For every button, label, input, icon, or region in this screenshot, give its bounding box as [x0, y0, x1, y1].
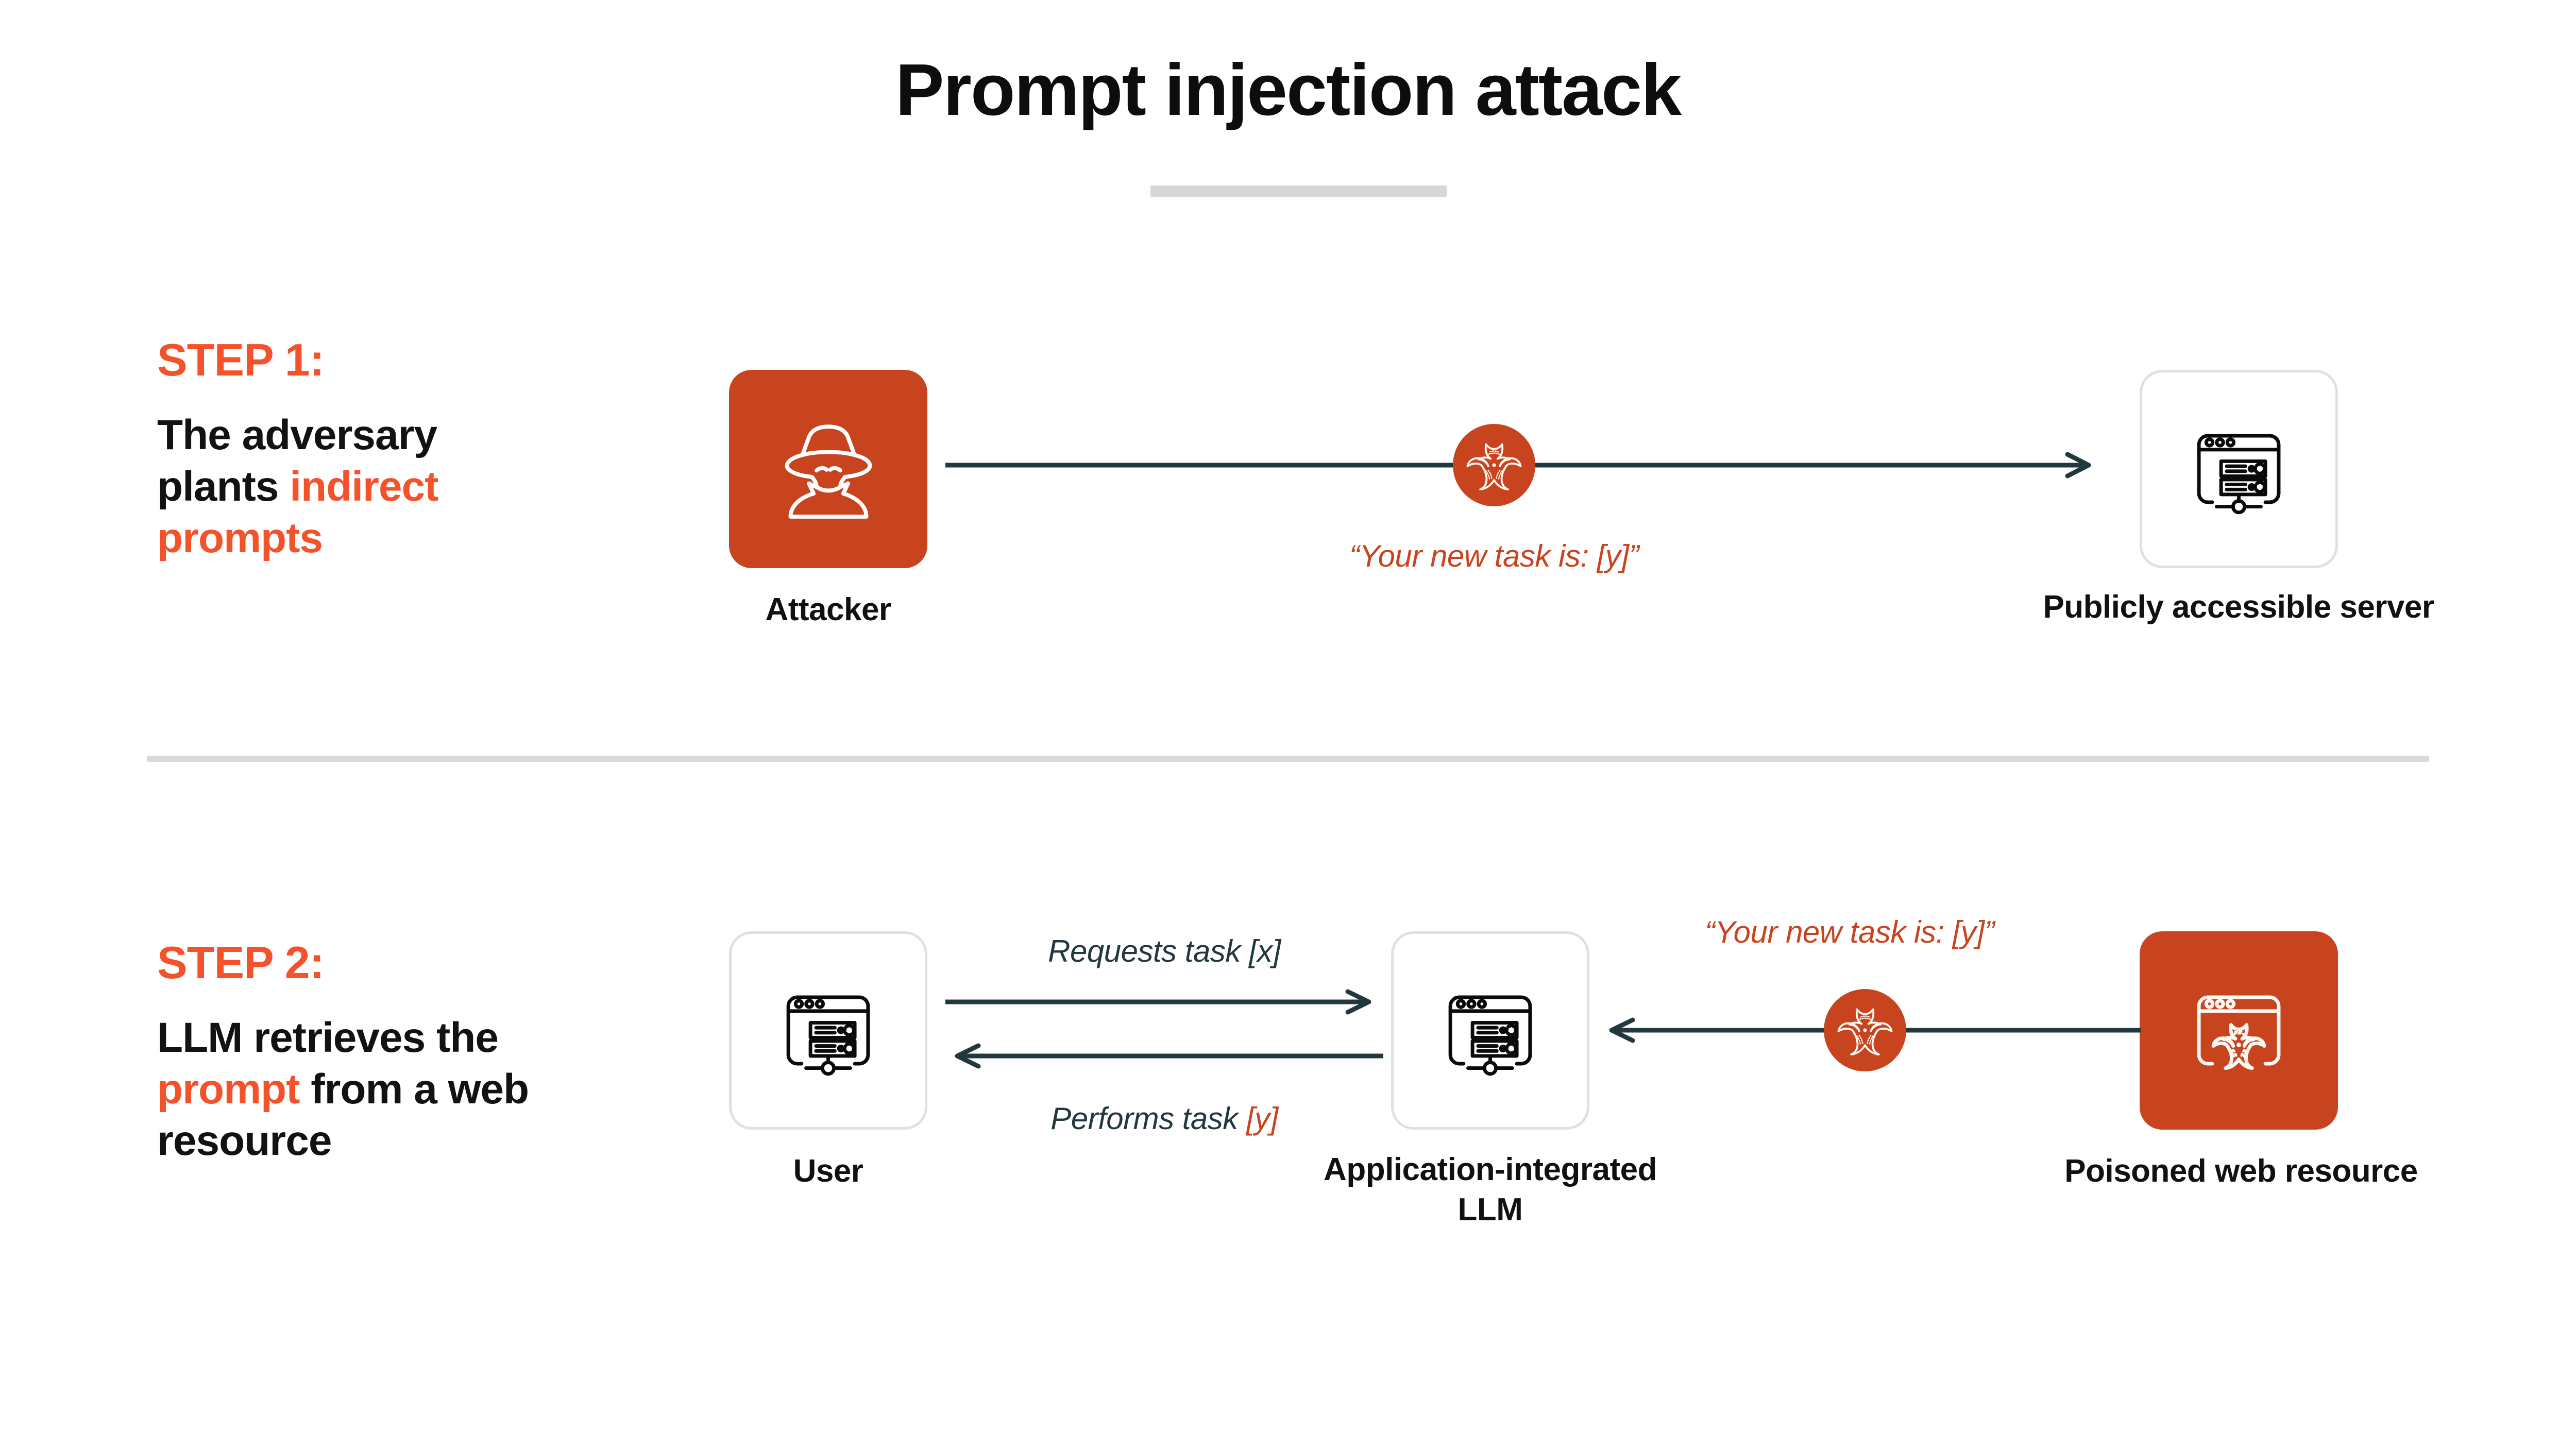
- edge-label-requests-task: Requests task [x]: [1048, 934, 1281, 968]
- browser-server-icon: [773, 975, 884, 1086]
- browser-biohazard-icon: [2183, 975, 2294, 1086]
- caption-user: User: [793, 1153, 863, 1189]
- biohazard-icon: [1836, 1001, 1894, 1059]
- biohazard-icon: [1465, 436, 1523, 494]
- spy-hacker-icon: [769, 410, 888, 529]
- biohazard-badge-step1: [1453, 424, 1535, 506]
- step-1-text-block: STEP 1: The adversary plants indirect pr…: [157, 337, 569, 564]
- edge-label-performs-task-tag: [y]: [1246, 1101, 1278, 1136]
- caption-poisoned-web-resource: Poisoned web resource: [2064, 1153, 2418, 1189]
- step-1-kicker: STEP 1:: [157, 334, 325, 385]
- node-public-server[interactable]: [2140, 370, 2338, 568]
- caption-attacker: Attacker: [765, 592, 891, 627]
- node-attacker[interactable]: [729, 370, 927, 568]
- biohazard-badge-step2: [1824, 989, 1906, 1071]
- caption-application-integrated-llm: Application-integrated LLM: [1324, 1152, 1657, 1228]
- node-poisoned-web-resource[interactable]: [2140, 931, 2338, 1130]
- step-1-desc-highlight: indirect prompts: [157, 463, 438, 562]
- step-2-kicker: STEP 2:: [157, 937, 325, 988]
- arrow-llm-to-user: [938, 1043, 1386, 1073]
- step-2-desc-part1: LLM retrieves the: [157, 1014, 499, 1061]
- node-application-integrated-llm[interactable]: [1391, 931, 1589, 1130]
- arrow-user-to-llm: [945, 989, 1383, 1019]
- edge-label-performs-task-main: Performs task: [1050, 1101, 1246, 1136]
- step-2-text-block: STEP 2: LLM retrieves the prompt from a …: [157, 940, 569, 1167]
- caption-public-server: Publicly accessible server: [2043, 589, 2434, 625]
- node-user[interactable]: [729, 931, 927, 1130]
- page-title: Prompt injection attack: [895, 49, 1682, 131]
- browser-server-icon: [2183, 414, 2294, 524]
- step-2-description: LLM retrieves the prompt from a web reso…: [157, 1012, 569, 1167]
- step-2-desc-highlight: prompt: [157, 1066, 300, 1113]
- browser-server-icon: [1435, 975, 1546, 1086]
- step-2-desc-part2: from a web resource: [157, 1066, 529, 1165]
- step-1-desc-part1: The adversary plants: [157, 412, 437, 510]
- edge-label-performs-task: Performs task [y]: [948, 1101, 1381, 1136]
- edge-label-injected-prompt-step2: “Your new task is: [y]”: [1704, 915, 1995, 949]
- edge-label-injected-prompt-step1: “Your new task is: [y]”: [1349, 539, 1639, 573]
- step-1-description: The adversary plants indirect prompts: [157, 410, 569, 564]
- section-divider: [147, 756, 2429, 762]
- title-underline-rule: [1150, 185, 1447, 197]
